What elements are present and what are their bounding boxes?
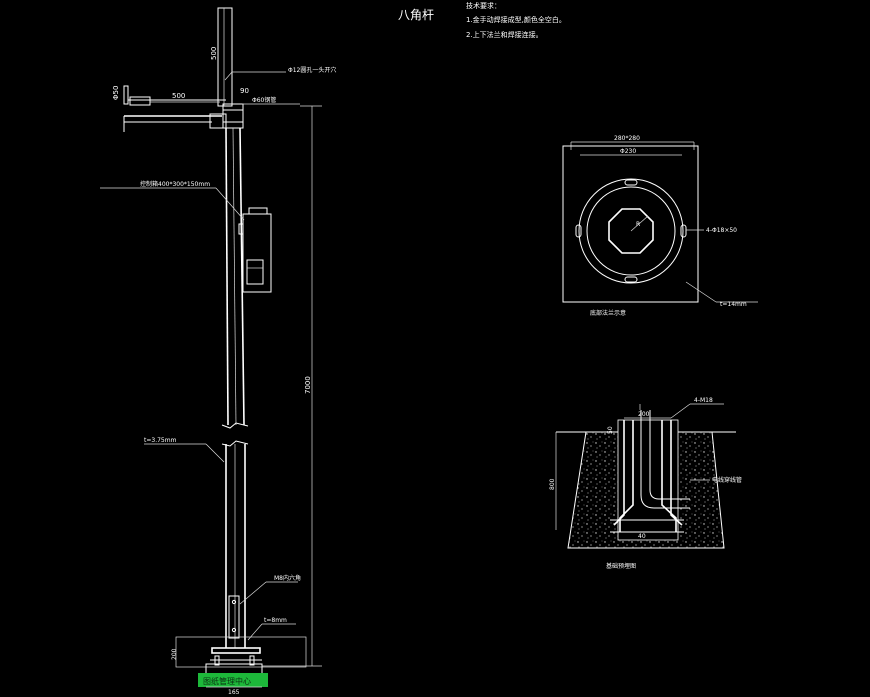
foundation-dim-bottom: 40 — [638, 533, 646, 540]
callout-bolt: M8内六角 — [274, 574, 301, 582]
dim-500-spigot: 500 — [210, 47, 218, 60]
callout-wall: t=3.75mm — [144, 437, 177, 444]
foundation-callout-conduit: 电线穿线管 — [712, 476, 742, 484]
flange-dim-outer: 280*280 — [614, 135, 640, 142]
watermark-text: 图纸管理中心 — [203, 676, 251, 686]
pole-elevation: 图纸管理中心 500 500 Φ50 90 Φ12圆孔一头开穴 Φ60钢管 70… — [100, 7, 336, 696]
dim-7000: 7000 — [304, 376, 312, 394]
note-1: 1.金手动焊接成型,颜色全空白。 — [466, 15, 566, 24]
dim-500-arm: 500 — [172, 92, 185, 100]
callout-hole: Φ12圆孔一头开穴 — [288, 66, 336, 74]
drawing-title: 八角杆 — [398, 8, 434, 22]
callout-tube: Φ60钢管 — [252, 96, 276, 104]
foundation-caption: 基础预埋图 — [606, 562, 636, 570]
dim-90: 90 — [240, 87, 249, 95]
foundation-dim-800: 800 — [549, 478, 556, 490]
callout-plate: t=8mm — [264, 617, 287, 624]
notes-heading: 技术要求： — [466, 1, 501, 10]
foundation-dim-50: 50 — [607, 426, 614, 434]
flange-caption: 底部法兰示意 — [590, 309, 626, 317]
flange-plan: 280*280 Φ230 R 4-Φ18×50 t=14mm 底部法兰示意 — [562, 135, 758, 317]
foundation-callout-bolts: 4-M18 — [694, 397, 713, 404]
flange-dim-pcd: Φ230 — [620, 148, 636, 155]
dim-phi50: Φ50 — [112, 86, 120, 100]
dim-200: 200 — [171, 648, 178, 660]
dim-165: 165 — [228, 689, 240, 696]
watermark-badge — [198, 673, 268, 687]
callout-box: 控制箱400*300*150mm — [140, 180, 210, 188]
flange-dim-radius: R — [636, 221, 640, 228]
foundation-section: 200 4-M18 50 800 电线穿线管 40 基础预埋图 — [549, 397, 742, 570]
flange-callout-holes: 4-Φ18×50 — [706, 227, 737, 234]
foundation-dim-top: 200 — [638, 411, 650, 418]
flange-callout-thk: t=14mm — [720, 301, 747, 308]
note-2: 2.上下法兰和焊接连接。 — [466, 30, 543, 39]
